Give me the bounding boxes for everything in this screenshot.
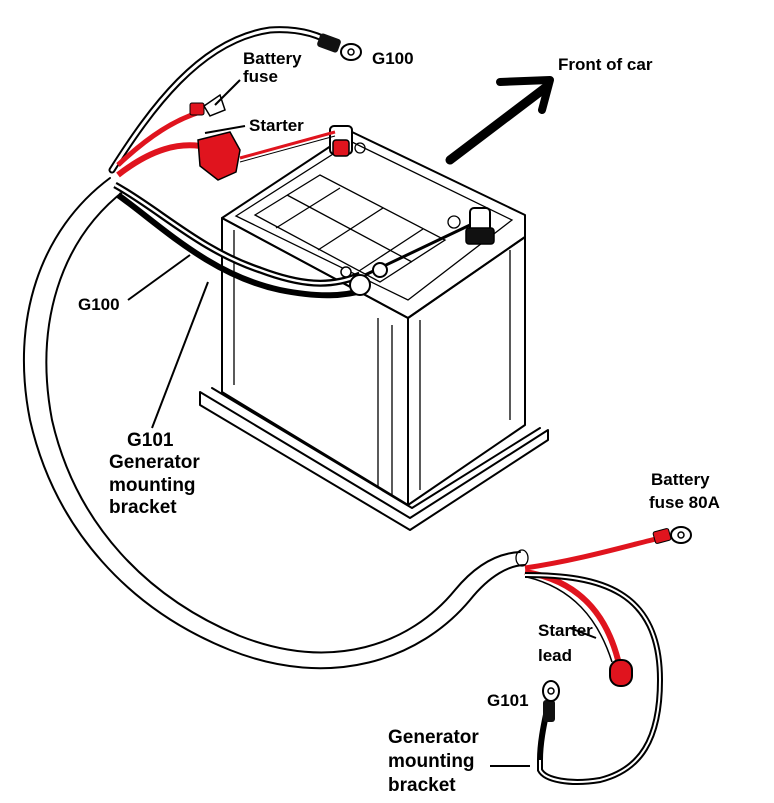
label-g100-top: G100: [372, 49, 414, 68]
label-front-of-car: Front of car: [558, 55, 653, 74]
battery-fuse-top-eyelet: [189, 93, 226, 117]
positive-terminal: [329, 125, 366, 157]
front-of-car-arrow: [445, 76, 554, 165]
label-battery-fuse-80a: Battery fuse 80A: [649, 470, 720, 512]
label-battery-fuse-top-line2: fuse: [243, 67, 278, 86]
label-starter-lead-line1: Starter: [538, 621, 593, 640]
label-g101-line1: G101: [127, 430, 174, 451]
battery: [199, 125, 549, 531]
leader-g101: [151, 281, 209, 429]
label-generator-bracket-bottom-line2: mounting: [388, 751, 475, 772]
label-g101-line3: mounting: [109, 475, 196, 496]
leader-starter-lead: [569, 627, 597, 639]
label-generator-bracket-bottom-line1: Generator: [388, 727, 479, 748]
negative-clamp: [340, 262, 388, 296]
label-g101-line4: bracket: [109, 497, 177, 518]
negative-terminal: [447, 207, 495, 245]
battery-cell-caps: [253, 174, 447, 283]
label-generator-bracket-bottom-line3: bracket: [388, 775, 456, 796]
label-starter-lead-line2: lead: [538, 646, 572, 665]
label-g100-left: G100: [78, 295, 120, 314]
label-battery-fuse-top-line1: Battery: [243, 49, 302, 68]
label-battery-fuse-80a-line1: Battery: [651, 470, 710, 489]
battery-fuse-80a-eyelet: [652, 526, 692, 544]
label-starter-top: Starter: [249, 116, 304, 135]
leader-g100-left: [127, 254, 191, 301]
label-generator-bracket-bottom: Generator mounting bracket: [388, 727, 484, 796]
leader-starter-top: [204, 125, 246, 134]
g101-bottom-eyelet: [542, 680, 560, 722]
starter-lead-connector: [609, 659, 633, 687]
label-g101-line2: Generator: [109, 452, 200, 473]
label-g101-bottom: G101: [487, 691, 529, 710]
label-battery-fuse-80a-line2: fuse 80A: [649, 493, 720, 512]
bottom-harness-cables: [524, 526, 692, 785]
label-battery-fuse-top: Battery fuse: [243, 49, 306, 86]
label-starter-lead: Starter lead: [538, 621, 598, 665]
main-harness-sleeve: [23, 177, 529, 670]
g100-top-eyelet: [317, 33, 362, 61]
leader-lines: [127, 79, 597, 767]
starter-top-connector: [197, 131, 241, 181]
label-g101-generator-bracket: G101 Generator mounting bracket: [109, 430, 205, 518]
leader-battery-fuse-top: [214, 79, 241, 106]
